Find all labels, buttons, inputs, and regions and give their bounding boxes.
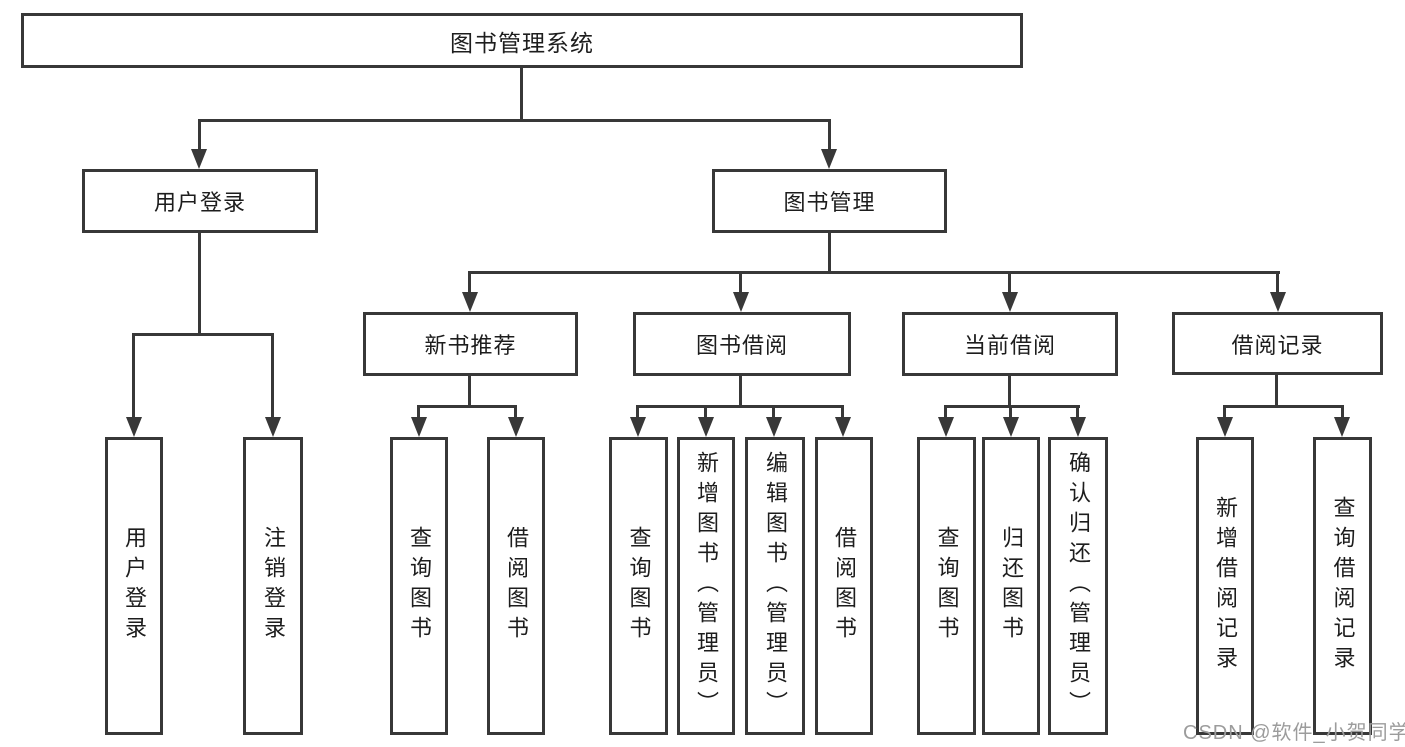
arrowhead-icon	[835, 417, 851, 437]
leaf-label: 查询借阅记录	[1330, 496, 1356, 676]
connector-line	[417, 405, 420, 421]
leaf-return-books: 归还图书	[982, 437, 1040, 735]
connector-line	[520, 68, 523, 120]
arrowhead-icon	[766, 417, 782, 437]
connector-line	[772, 405, 775, 421]
node-borrowing-records: 借阅记录	[1172, 312, 1383, 375]
arrowhead-icon	[821, 149, 837, 169]
leaf-label: 借阅图书	[832, 526, 857, 646]
leaf-label: 用户登录	[122, 526, 147, 646]
connector-line	[468, 271, 1280, 274]
connector-line	[704, 405, 707, 421]
arrowhead-icon	[126, 417, 142, 437]
connector-line	[944, 405, 1080, 408]
leaf-user-login: 用户登录	[105, 437, 163, 735]
connector-line	[1275, 375, 1278, 407]
arrowhead-icon	[938, 417, 954, 437]
arrowhead-icon	[1070, 417, 1086, 437]
connector-line	[944, 405, 947, 421]
arrowhead-icon	[1217, 417, 1233, 437]
connector-line	[739, 376, 742, 407]
leaf-label: 查询图书	[934, 526, 960, 646]
connector-line	[468, 376, 471, 407]
arrowhead-icon	[1334, 417, 1350, 437]
connector-line	[132, 333, 274, 336]
leaf-query-books-2: 查询图书	[609, 437, 668, 735]
leaf-label: 注销登录	[261, 526, 286, 646]
leaf-label: 新增图书（管理员）	[694, 451, 719, 721]
connector-line	[636, 405, 639, 421]
connector-line	[1223, 405, 1226, 421]
leaf-label: 查询图书	[626, 526, 652, 646]
leaf-confirm-return-admin: 确认归还（管理员）	[1048, 437, 1108, 735]
connector-line	[1341, 405, 1344, 421]
node-new-book-recommend: 新书推荐	[363, 312, 578, 376]
arrowhead-icon	[698, 417, 714, 437]
leaf-label: 编辑图书（管理员）	[763, 451, 788, 721]
leaf-borrow-books-1: 借阅图书	[487, 437, 545, 735]
connector-line	[1276, 271, 1279, 297]
connector-line	[198, 233, 201, 335]
leaf-logout: 注销登录	[243, 437, 303, 735]
connector-line	[1223, 405, 1344, 408]
connector-line	[1009, 405, 1012, 421]
connector-line	[739, 271, 742, 297]
arrowhead-icon	[630, 417, 646, 437]
leaf-label: 查询图书	[407, 526, 432, 646]
arrowhead-icon	[508, 417, 524, 437]
connector-line	[132, 333, 135, 419]
csdn-watermark: CSDN @软件_小贺同学	[1183, 722, 1405, 744]
arrowhead-icon	[1002, 292, 1018, 312]
node-root-library-system: 图书管理系统	[21, 13, 1023, 68]
node-user-login: 用户登录	[82, 169, 318, 233]
connector-line	[1076, 405, 1079, 421]
arrowhead-icon	[265, 417, 281, 437]
arrowhead-icon	[1270, 292, 1286, 312]
connector-line	[417, 405, 517, 408]
arrowhead-icon	[191, 149, 207, 169]
arrowhead-icon	[1003, 417, 1019, 437]
leaf-add-borrow-record: 新增借阅记录	[1196, 437, 1254, 735]
leaf-label: 借阅图书	[504, 526, 529, 646]
leaf-borrow-books-2: 借阅图书	[815, 437, 873, 735]
arrowhead-icon	[411, 417, 427, 437]
connector-line	[198, 119, 831, 122]
node-book-borrowing: 图书借阅	[633, 312, 851, 376]
connector-line	[828, 233, 831, 274]
leaf-query-borrow-record: 查询借阅记录	[1313, 437, 1372, 735]
arrowhead-icon	[733, 292, 749, 312]
connector-line	[828, 119, 831, 151]
connector-line	[1008, 376, 1011, 407]
connector-line	[636, 405, 844, 408]
arrowhead-icon	[462, 292, 478, 312]
node-book-management: 图书管理	[712, 169, 947, 233]
leaf-label: 新增借阅记录	[1213, 496, 1238, 676]
connector-line	[271, 333, 274, 419]
leaf-add-books-admin: 新增图书（管理员）	[677, 437, 735, 735]
leaf-query-books-1: 查询图书	[390, 437, 448, 735]
leaf-edit-books-admin: 编辑图书（管理员）	[745, 437, 805, 735]
node-current-borrowing: 当前借阅	[902, 312, 1118, 376]
connector-line	[1008, 271, 1011, 297]
connector-line	[514, 405, 517, 421]
leaf-label: 确认归还（管理员）	[1066, 451, 1091, 721]
connector-line	[841, 405, 844, 421]
leaf-label: 归还图书	[999, 526, 1024, 646]
leaf-query-books-3: 查询图书	[917, 437, 976, 735]
connector-line	[468, 271, 471, 297]
connector-line	[198, 119, 201, 151]
